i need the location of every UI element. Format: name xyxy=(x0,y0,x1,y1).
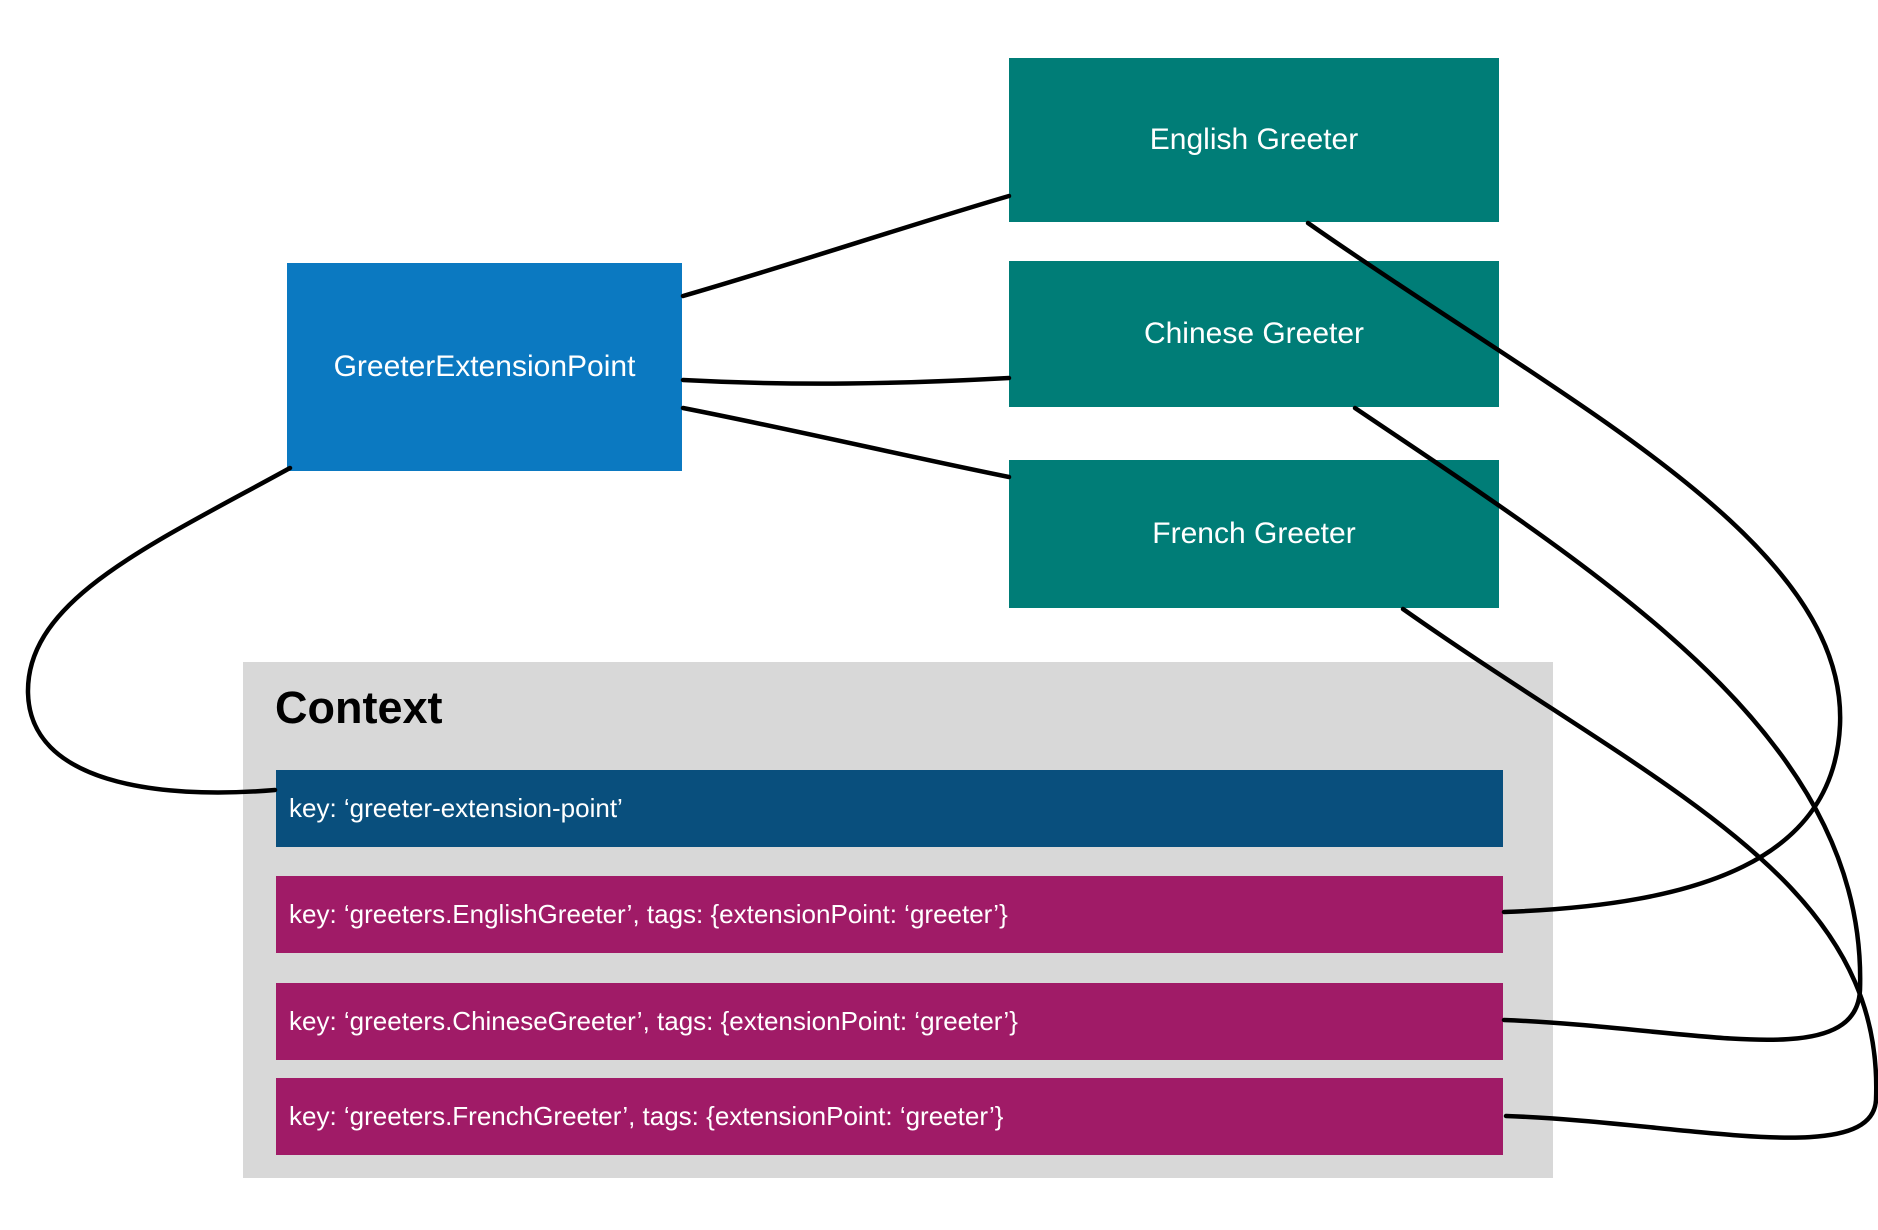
context-title: Context xyxy=(275,682,443,733)
context-entry-english-greeter: key: ‘greeters.EnglishGreeter’, tags: {e… xyxy=(276,876,1503,953)
greeter-extension-point-label: GreeterExtensionPoint xyxy=(333,350,636,383)
edge-extension-point-to-english-greeter xyxy=(680,193,1012,299)
edge-extension-point-to-chinese-greeter xyxy=(680,375,1012,386)
greeter-extension-point-node: GreeterExtensionPoint xyxy=(287,263,682,471)
context-entry-chinese-greeter: key: ‘greeters.ChineseGreeter’, tags: {e… xyxy=(276,983,1503,1060)
edge-extension-point-to-french-greeter xyxy=(680,405,1012,480)
chinese-greeter-label: Chinese Greeter xyxy=(1143,317,1365,350)
context-entry-french-greeter-text: key: ‘greeters.FrenchGreeter’, tags: {ex… xyxy=(289,1101,1004,1131)
context-container: Context key: ‘greeter-extension-point’ k… xyxy=(243,662,1553,1178)
context-entry-english-greeter-text: key: ‘greeters.EnglishGreeter’, tags: {e… xyxy=(289,899,1008,929)
context-entry-extension-point: key: ‘greeter-extension-point’ xyxy=(276,770,1503,847)
french-greeter-label: French Greeter xyxy=(1152,517,1356,550)
context-entry-chinese-greeter-text: key: ‘greeters.ChineseGreeter’, tags: {e… xyxy=(289,1006,1018,1036)
context-entry-french-greeter: key: ‘greeters.FrenchGreeter’, tags: {ex… xyxy=(276,1078,1503,1155)
context-entry-extension-point-text: key: ‘greeter-extension-point’ xyxy=(289,793,623,823)
chinese-greeter-node: Chinese Greeter xyxy=(1009,261,1499,407)
french-greeter-node: French Greeter xyxy=(1009,460,1499,608)
english-greeter-label: English Greeter xyxy=(1149,123,1359,156)
english-greeter-node: English Greeter xyxy=(1009,58,1499,222)
